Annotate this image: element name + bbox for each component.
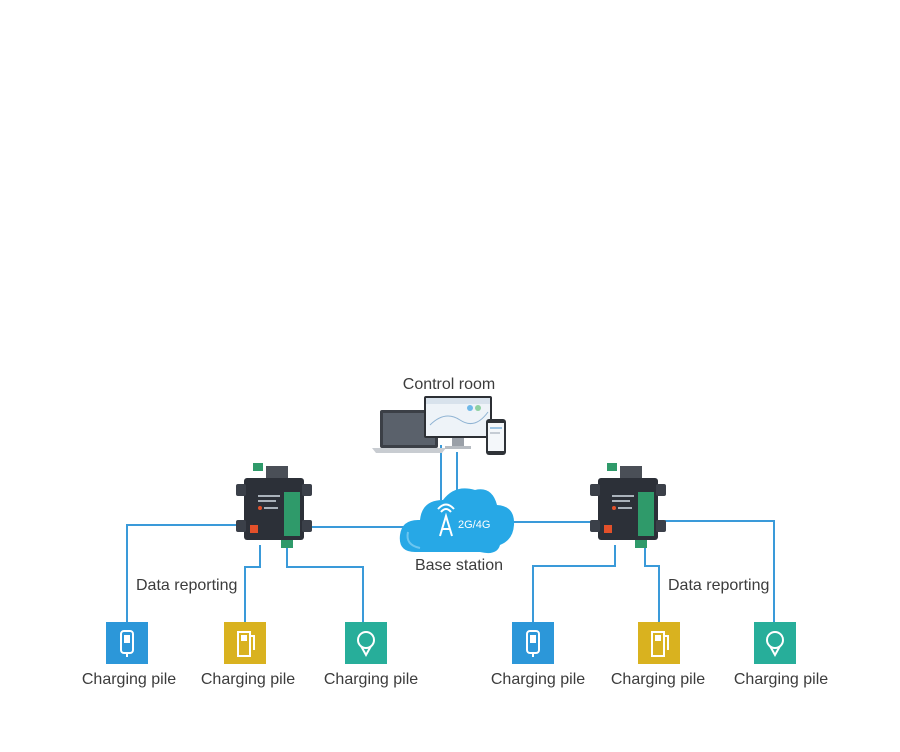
connection-lines xyxy=(126,445,775,625)
data-reporting-label-right: Data reporting xyxy=(668,577,770,594)
data-reporting-label-left: Data reporting xyxy=(136,577,238,594)
right-router-device xyxy=(590,463,666,548)
left-router-device xyxy=(236,463,312,548)
charging-pile-tile-right-1 xyxy=(512,622,554,664)
line-left-router-to-pile-3 xyxy=(286,548,364,625)
base-station-cloud xyxy=(399,488,515,554)
monitor-icon xyxy=(424,396,492,449)
charging-pile-tile-right-2 xyxy=(638,622,680,664)
cell-tower-icon xyxy=(437,503,455,537)
phone-charger-icon xyxy=(526,630,540,657)
location-pin-icon xyxy=(766,631,784,658)
network-badge: 2G/4G xyxy=(458,519,491,531)
charging-pile-tile-left-2 xyxy=(224,622,266,664)
base-station-label: Base station xyxy=(414,557,504,574)
line-right-router-to-pile-3 xyxy=(665,520,775,625)
charging-pile-label-left-1: Charging pile xyxy=(81,671,177,688)
charging-pile-label-right-3: Charging pile xyxy=(733,671,829,688)
charging-pile-label-right-1: Charging pile xyxy=(490,671,586,688)
charging-pile-label-right-2: Charging pile xyxy=(610,671,706,688)
charging-pile-label-left-2: Charging pile xyxy=(200,671,296,688)
control-room-label: Control room xyxy=(402,376,496,393)
line-right-router-to-pile-1 xyxy=(532,545,616,625)
phone-charger-icon xyxy=(120,630,134,657)
charging-pile-tile-left-3 xyxy=(345,622,387,664)
charging-pile-tile-right-3 xyxy=(754,622,796,664)
line-left-router-to-pile-2 xyxy=(244,545,261,625)
smartphone-icon xyxy=(486,419,506,455)
charging-pile-label-left-3: Charging pile xyxy=(323,671,419,688)
fuel-pump-icon xyxy=(237,631,255,657)
location-pin-icon xyxy=(357,631,375,658)
line-right-router-to-pile-2 xyxy=(644,548,660,625)
fuel-pump-icon xyxy=(651,631,669,657)
charging-pile-tile-left-1 xyxy=(106,622,148,664)
control-room-devices xyxy=(372,396,506,455)
line-left-router-to-pile-1 xyxy=(126,524,245,625)
